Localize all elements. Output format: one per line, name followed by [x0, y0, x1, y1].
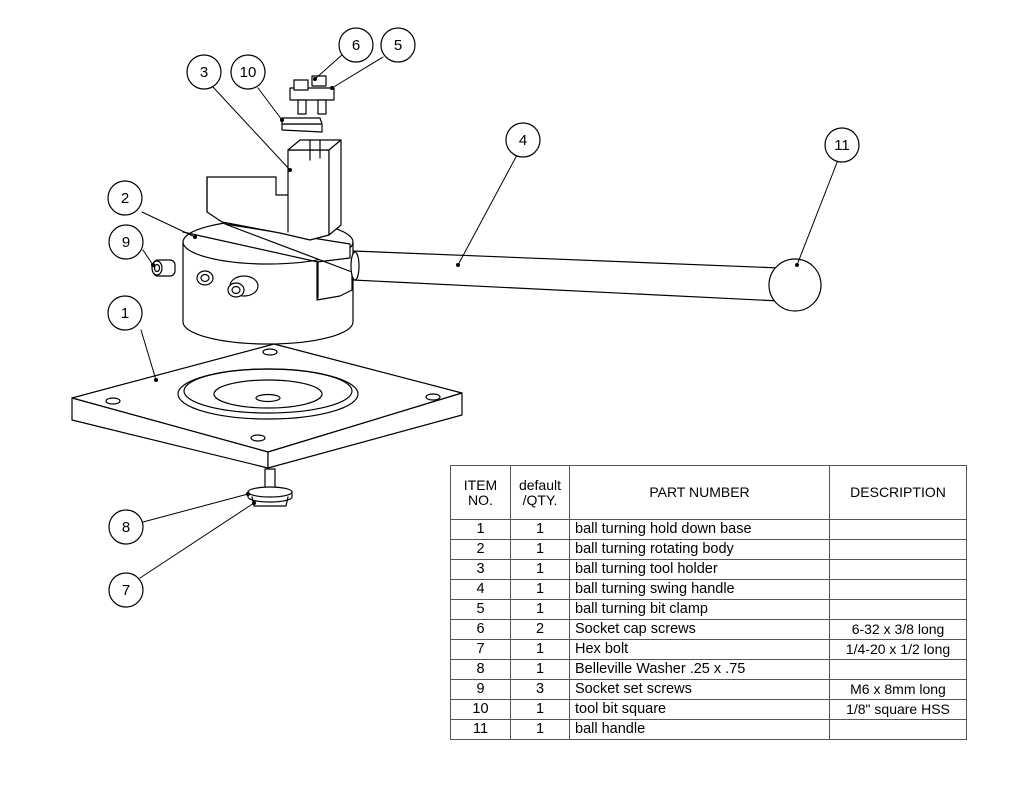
description-cell	[829, 539, 967, 560]
callout-3: 3	[186, 54, 222, 90]
svg-text:11: 11	[834, 137, 850, 154]
tool-holder	[206, 139, 342, 241]
part-number-cell: ball turning rotating body	[569, 539, 830, 560]
qty-cell: 1	[510, 659, 570, 680]
callout-4: 4	[505, 122, 541, 158]
item-no-cell: 8	[450, 659, 511, 680]
description-cell	[829, 719, 967, 740]
svg-text:7: 7	[122, 582, 130, 599]
item-no-cell: 9	[450, 679, 511, 700]
callout-5: 5	[380, 27, 416, 63]
description-cell: 1/8" square HSS	[829, 699, 967, 720]
qty-cell: 2	[510, 619, 570, 640]
callout-2: 2	[107, 180, 143, 216]
svg-text:10: 10	[240, 64, 257, 81]
svg-text:4: 4	[519, 132, 527, 149]
svg-text:5: 5	[394, 37, 402, 54]
description-cell	[829, 659, 967, 680]
qty-cell: 1	[510, 579, 570, 600]
svg-text:6: 6	[352, 37, 360, 54]
item-no-cell: 11	[450, 719, 511, 740]
callout-7: 7	[108, 572, 144, 608]
description-cell: 6-32 x 3/8 long	[829, 619, 967, 640]
item-no-cell: 6	[450, 619, 511, 640]
callout-10: 10	[230, 54, 266, 90]
qty-cell: 1	[510, 519, 570, 540]
description-cell: 1/4-20 x 1/2 long	[829, 639, 967, 660]
item-no-cell: 7	[450, 639, 511, 660]
tool-bit	[281, 117, 323, 133]
callout-8: 8	[108, 509, 144, 545]
qty-cell: 1	[510, 639, 570, 660]
set-screw	[151, 259, 176, 277]
qty-cell: 1	[510, 559, 570, 580]
part-number-cell: Hex bolt	[569, 639, 830, 660]
description-cell: M6 x 8mm long	[829, 679, 967, 700]
callout-11: 11	[824, 127, 860, 163]
description-cell	[829, 599, 967, 620]
header-part-number: PART NUMBER	[569, 465, 830, 520]
header-item-no: ITEM NO.	[450, 465, 511, 520]
qty-cell: 1	[510, 719, 570, 740]
item-no-cell: 3	[450, 559, 511, 580]
svg-text:1: 1	[121, 305, 129, 322]
part-number-cell: ball turning bit clamp	[569, 599, 830, 620]
bolt-and-washer	[247, 468, 293, 507]
header-description: DESCRIPTION	[829, 465, 967, 520]
svg-text:8: 8	[122, 519, 130, 536]
header-qty: default /QTY.	[510, 465, 570, 520]
item-no-cell: 2	[450, 539, 511, 560]
part-number-cell: tool bit square	[569, 699, 830, 720]
part-number-cell: Socket set screws	[569, 679, 830, 700]
table-header-row: ITEM NO. default /QTY. PART NUMBER DESCR…	[450, 465, 967, 520]
description-cell	[829, 559, 967, 580]
qty-cell: 3	[510, 679, 570, 700]
qty-cell: 1	[510, 599, 570, 620]
callout-9: 9	[108, 224, 144, 260]
ball-handle	[768, 258, 822, 312]
part-number-cell: ball handle	[569, 719, 830, 740]
part-number-cell: ball turning swing handle	[569, 579, 830, 600]
item-no-cell: 1	[450, 519, 511, 540]
qty-cell: 1	[510, 699, 570, 720]
part-number-cell: ball turning hold down base	[569, 519, 830, 540]
part-number-cell: Socket cap screws	[569, 619, 830, 640]
bit-clamp	[289, 75, 335, 115]
rotating-body	[182, 219, 354, 345]
bill-of-materials-table: ITEM NO. default /QTY. PART NUMBER DESCR…	[450, 465, 967, 740]
svg-text:9: 9	[122, 234, 130, 251]
leader-lines	[139, 53, 839, 579]
item-no-cell: 10	[450, 699, 511, 720]
qty-cell: 1	[510, 539, 570, 560]
swing-handle	[350, 250, 783, 302]
svg-text:3: 3	[200, 64, 208, 81]
hold-down-base	[71, 343, 463, 469]
item-no-cell: 5	[450, 599, 511, 620]
callout-1: 1	[107, 295, 143, 331]
item-no-cell: 4	[450, 579, 511, 600]
svg-text:2: 2	[121, 190, 129, 207]
description-cell	[829, 519, 967, 540]
part-number-cell: ball turning tool holder	[569, 559, 830, 580]
description-cell	[829, 579, 967, 600]
callout-6: 6	[338, 27, 374, 63]
part-number-cell: Belleville Washer .25 x .75	[569, 659, 830, 680]
